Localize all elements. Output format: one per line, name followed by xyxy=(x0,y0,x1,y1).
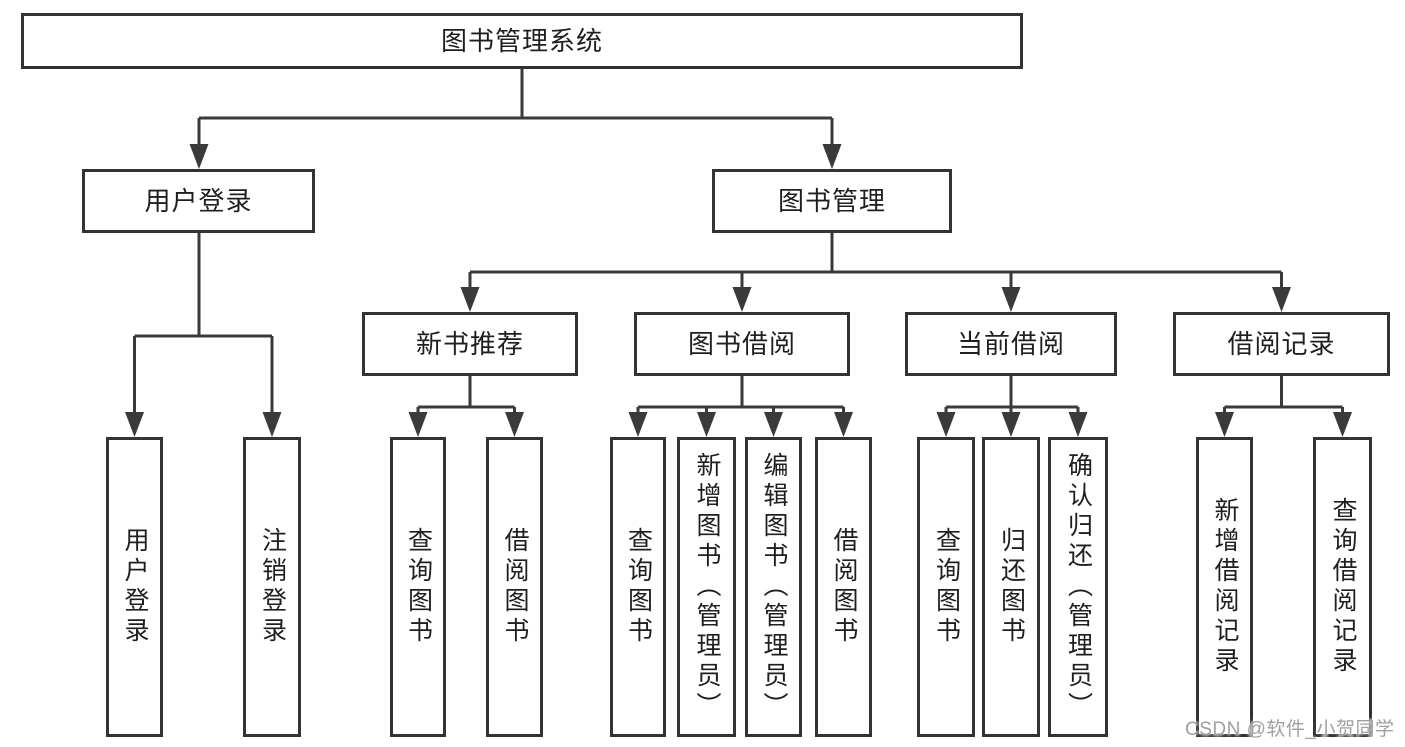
node-borrow-books-recommend: 借阅图书 xyxy=(486,437,543,737)
node-borrow-books-leaf: 借阅图书 xyxy=(815,437,872,737)
node-label: 图书借阅 xyxy=(687,329,796,359)
node-label: 编辑图书（管理员） xyxy=(760,452,788,722)
node-label: 查询图书 xyxy=(624,527,653,647)
node-label: 用户登录 xyxy=(144,186,253,216)
node-add-borrow-record: 新增借阅记录 xyxy=(1196,437,1253,737)
node-label: 新增借阅记录 xyxy=(1211,497,1239,677)
node-label: 当前借阅 xyxy=(956,329,1065,359)
node-label: 借阅图书 xyxy=(830,527,858,647)
node-root: 图书管理系统 xyxy=(21,13,1023,69)
node-label: 新书推荐 xyxy=(415,329,524,359)
node-label: 新增图书（管理员） xyxy=(693,452,721,722)
node-logout-leaf: 注销登录 xyxy=(243,437,301,737)
connector-lines xyxy=(133,69,1344,415)
node-label: 借阅记录 xyxy=(1227,329,1336,359)
node-query-books-recommend: 查询图书 xyxy=(390,437,446,737)
node-label: 借阅图书 xyxy=(501,527,529,647)
node-add-book-admin: 新增图书（管理员） xyxy=(677,437,736,737)
node-label: 查询图书 xyxy=(404,527,433,647)
watermark: CSDN @软件_小贺同学 xyxy=(1185,719,1395,740)
node-borrowing-records: 借阅记录 xyxy=(1173,312,1390,376)
node-query-borrow-record: 查询借阅记录 xyxy=(1313,437,1372,737)
node-label: 图书管理系统 xyxy=(440,26,603,56)
node-confirm-return-admin: 确认归还（管理员） xyxy=(1048,437,1108,737)
node-book-management: 图书管理 xyxy=(712,169,952,233)
node-label: 确认归还（管理员） xyxy=(1064,452,1093,722)
node-label: 查询借阅记录 xyxy=(1329,497,1357,677)
node-user-login: 用户登录 xyxy=(82,169,315,233)
node-label: 图书管理 xyxy=(777,186,886,216)
node-return-book: 归还图书 xyxy=(982,437,1040,737)
node-label: 查询图书 xyxy=(932,527,961,647)
node-user-login-leaf: 用户登录 xyxy=(106,437,163,737)
node-book-borrowing: 图书借阅 xyxy=(634,312,850,376)
node-label: 注销登录 xyxy=(258,527,287,647)
node-label: 用户登录 xyxy=(121,527,149,647)
node-current-borrowing: 当前借阅 xyxy=(905,312,1117,376)
node-new-book-recommendation: 新书推荐 xyxy=(362,312,578,376)
arrowheads xyxy=(125,144,1352,437)
node-query-books-current: 查询图书 xyxy=(917,437,975,737)
node-query-books-borrow: 查询图书 xyxy=(610,437,666,737)
node-label: 归还图书 xyxy=(997,527,1026,647)
node-edit-book-admin: 编辑图书（管理员） xyxy=(745,437,802,737)
